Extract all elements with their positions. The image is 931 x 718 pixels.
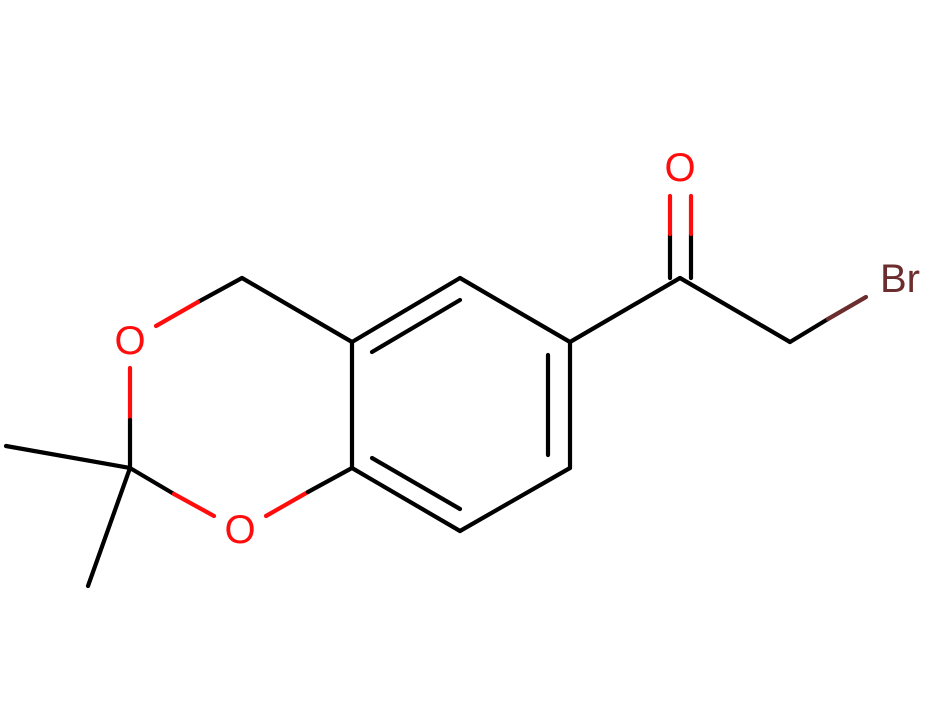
- atom-label-o-carbonyl: O: [664, 146, 695, 190]
- benzene-ring: [349, 275, 573, 534]
- atom-label-o-ring-top: O: [114, 319, 145, 363]
- bond-cq-to-o-bottom-black: [127, 465, 177, 497]
- bond-c6-to-ch2: [239, 275, 355, 345]
- bond-o-bottom-to-c5-red: [263, 489, 311, 519]
- bromoacetyl-group: [567, 193, 869, 345]
- bond-ch2-to-o-top-black: [195, 275, 245, 305]
- dioxane-ring: [3, 275, 355, 589]
- bond-ch2-to-br-black: [787, 316, 831, 345]
- bond-o-bottom-to-c5-black: [305, 465, 355, 495]
- atom-label-br: Br: [880, 257, 920, 301]
- bond-ch2-to-o-top-red: [153, 299, 201, 329]
- bond-ring-c4-c5: [349, 465, 463, 534]
- bond-ring-c1-c2: [457, 275, 573, 345]
- bond-cq-to-o-bottom-red: [171, 491, 217, 519]
- bond-ch2-to-br-brown: [825, 294, 869, 322]
- bond-carbonyl-to-ch2: [677, 275, 793, 345]
- bond-ring-c6-c1: [349, 275, 463, 345]
- atom-label-o-ring-bottom: O: [224, 508, 255, 552]
- bond-methyl-down: [85, 465, 133, 589]
- bond-methyl-left: [3, 443, 133, 471]
- bond-ring-inner-3: [369, 455, 463, 512]
- bond-ring-inner-1: [369, 297, 463, 355]
- bond-ring-to-carbonyl: [567, 275, 683, 345]
- bond-ring-c3-c4: [457, 465, 573, 534]
